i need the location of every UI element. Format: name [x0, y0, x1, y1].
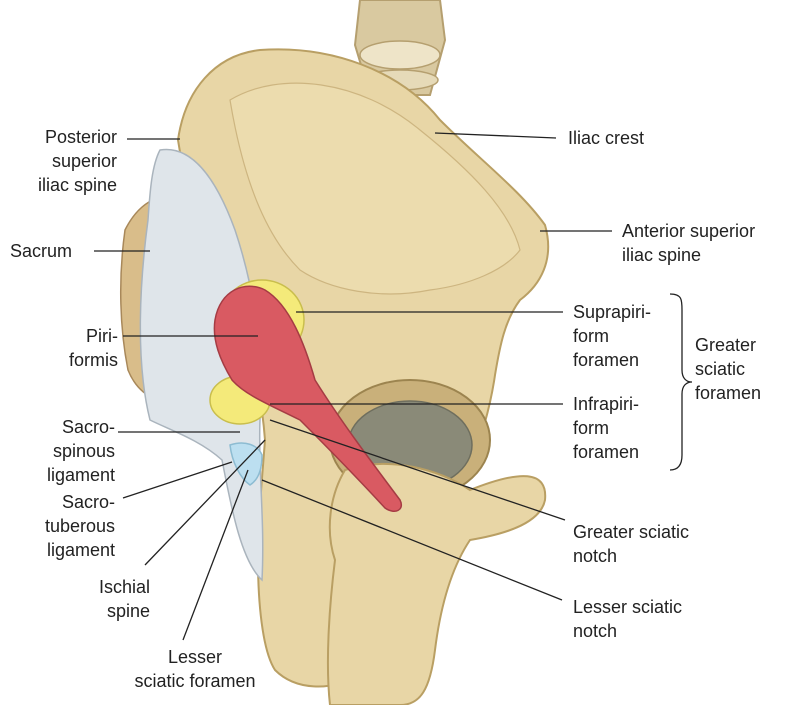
- label-greater-sciatic-foramen: Greater sciatic foramen: [695, 335, 762, 403]
- leader-lines: [94, 132, 693, 641]
- label-iliac-crest: Iliac crest: [568, 128, 645, 148]
- label-infrapiriform-foramen: Infrapiri- form foramen: [573, 394, 640, 462]
- label-ischial-spine: Ischial spine: [98, 577, 150, 621]
- label-sacrospinous-ligament: Sacro- spinous ligament: [46, 417, 115, 485]
- piriformis-muscle: [213, 285, 402, 512]
- label-posterior-superior-iliac-spine: Posterior superior iliac spine: [37, 127, 117, 195]
- label-anterior-superior-iliac-spine: Anterior superior iliac spine: [622, 221, 756, 265]
- label-greater-sciatic-notch: Greater sciatic notch: [573, 522, 690, 566]
- label-lesser-sciatic-foramen: Lesser sciatic foramen: [134, 647, 256, 691]
- label-suprapiriform-foramen: Suprapiri- form foramen: [573, 302, 652, 370]
- label-piriformis: Piri- formis: [69, 326, 118, 370]
- label-sacrum: Sacrum: [10, 241, 73, 261]
- label-lesser-sciatic-notch: Lesser sciatic notch: [573, 597, 683, 641]
- iliac-fossa: [229, 82, 521, 295]
- ligaments: [139, 148, 264, 582]
- femur: [326, 462, 547, 705]
- label-sacrotuberous-ligament: Sacro- tuberous ligament: [44, 492, 115, 560]
